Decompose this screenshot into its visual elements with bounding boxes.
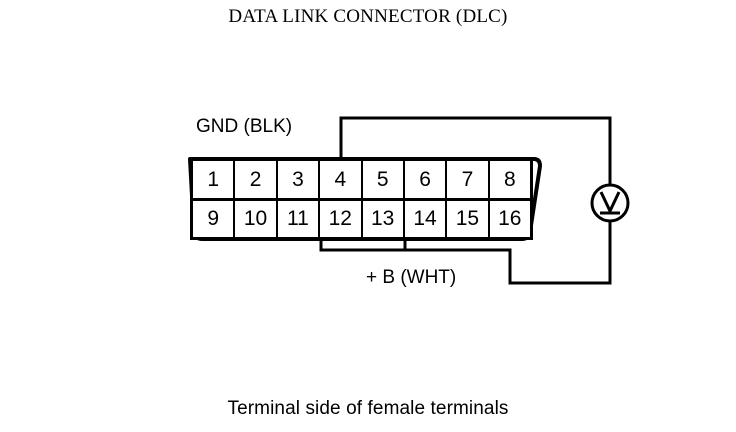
ground-wire-label: GND (BLK) (196, 116, 293, 137)
pin-12[interactable]: 12 (320, 200, 363, 237)
battery-positive-wire-label: + B (WHT) (366, 267, 457, 288)
pin-row-bottom: 9 10 11 12 13 14 15 16 (193, 200, 530, 237)
pin-14[interactable]: 14 (404, 200, 448, 237)
dlc-connector: 1 2 3 4 5 6 7 8 9 10 11 12 13 14 15 16 (178, 152, 546, 246)
pin-grid: 1 2 3 4 5 6 7 8 9 10 11 12 13 14 15 16 (190, 158, 533, 240)
pin-10[interactable]: 10 (235, 200, 278, 237)
pin-7[interactable]: 7 (447, 161, 490, 198)
pin-16[interactable]: 16 (489, 200, 530, 237)
pin-8[interactable]: 8 (489, 161, 530, 198)
pin-5[interactable]: 5 (362, 161, 405, 198)
pin-13[interactable]: 13 (362, 200, 405, 237)
figure-caption: Terminal side of female terminals (227, 398, 509, 419)
pin-15[interactable]: 15 (447, 200, 490, 237)
battery-positive-wire-path (319, 219, 612, 285)
voltmeter-symbol (590, 183, 630, 223)
pin-4[interactable]: 4 (320, 161, 363, 198)
pin-6[interactable]: 6 (404, 161, 448, 198)
ground-wire-path (339, 116, 612, 187)
voltmeter-v-glyph (599, 191, 621, 215)
voltmeter-circle (590, 183, 630, 223)
pin-3[interactable]: 3 (277, 161, 321, 198)
pin-9[interactable]: 9 (193, 200, 236, 237)
pin-1[interactable]: 1 (193, 161, 236, 198)
pin-row-top: 1 2 3 4 5 6 7 8 (193, 161, 530, 201)
pin-2[interactable]: 2 (235, 161, 278, 198)
page-title: DATA LINK CONNECTOR (DLC) (228, 6, 508, 27)
pin-11[interactable]: 11 (277, 200, 321, 237)
